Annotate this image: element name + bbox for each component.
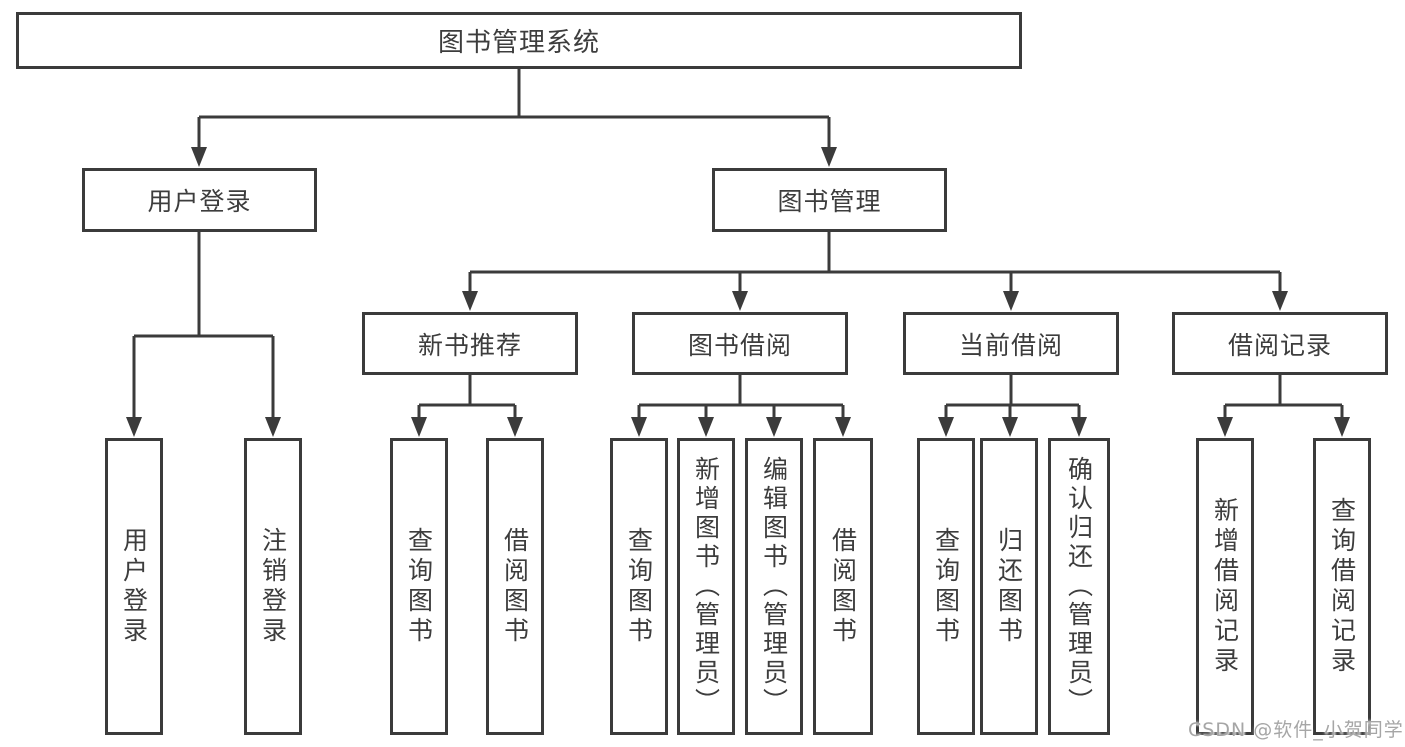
leaf-confirm-return-admin-label: 确认归还（管理员）: [1064, 456, 1094, 717]
leaf-query-books-newbook-label: 查询图书: [404, 526, 434, 647]
leaf-edit-book-admin: 编辑图书（管理员）: [745, 438, 803, 735]
node-current-borrow: 当前借阅: [903, 312, 1119, 375]
node-borrow-records: 借阅记录: [1172, 312, 1388, 375]
leaf-borrow-books-borrow-label: 借阅图书: [828, 526, 858, 647]
leaf-borrow-books-newbook: 借阅图书: [486, 438, 544, 735]
leaf-confirm-return-admin: 确认归还（管理员）: [1048, 438, 1110, 735]
leaf-user-login-label: 用户登录: [119, 526, 149, 647]
leaf-add-book-admin: 新增图书（管理员）: [677, 438, 735, 735]
leaf-query-books-current: 查询图书: [917, 438, 975, 735]
leaf-query-borrow-record: 查询借阅记录: [1313, 438, 1371, 735]
leaf-logout: 注销登录: [244, 438, 302, 735]
node-book-borrow: 图书借阅: [632, 312, 848, 375]
leaf-return-book: 归还图书: [980, 438, 1038, 735]
node-book-management: 图书管理: [712, 168, 947, 232]
node-new-book-recommend: 新书推荐: [362, 312, 578, 375]
leaf-query-borrow-record-label: 查询借阅记录: [1327, 496, 1357, 677]
leaf-borrow-books-borrow: 借阅图书: [813, 438, 873, 735]
leaf-query-books-current-label: 查询图书: [931, 526, 961, 647]
leaf-add-book-admin-label: 新增图书（管理员）: [691, 456, 721, 717]
leaf-borrow-books-newbook-label: 借阅图书: [500, 526, 530, 647]
leaf-query-books-borrow: 查询图书: [610, 438, 668, 735]
node-library-management-system: 图书管理系统: [16, 12, 1022, 69]
node-user-login: 用户登录: [82, 168, 317, 232]
leaf-user-login: 用户登录: [105, 438, 163, 735]
leaf-logout-label: 注销登录: [258, 526, 288, 647]
leaf-add-borrow-record-label: 新增借阅记录: [1210, 496, 1240, 677]
leaf-return-book-label: 归还图书: [994, 526, 1024, 647]
leaf-edit-book-admin-label: 编辑图书（管理员）: [759, 456, 789, 717]
leaf-query-books-borrow-label: 查询图书: [624, 526, 654, 647]
leaf-query-books-newbook: 查询图书: [390, 438, 448, 735]
csdn-watermark: CSDN @软件_小贺同学: [1188, 719, 1404, 741]
leaf-add-borrow-record: 新增借阅记录: [1196, 438, 1254, 735]
